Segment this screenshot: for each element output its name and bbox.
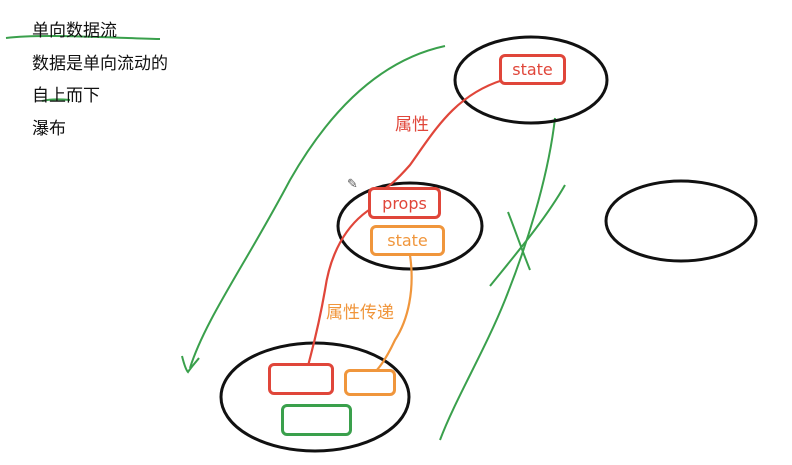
middle-state-label: state xyxy=(387,231,428,250)
cross-stroke-1 xyxy=(489,184,566,287)
underline-mark xyxy=(41,98,71,102)
edge-state-to-child xyxy=(374,254,413,373)
child-green-box xyxy=(281,404,352,436)
edge-label-attribute-passing: 属性传递 xyxy=(326,303,394,323)
top-state-box: state xyxy=(499,54,566,85)
middle-node-ellipse xyxy=(336,181,484,271)
bottom-node-ellipse xyxy=(219,341,411,453)
edge-state-to-props xyxy=(379,78,504,192)
heading-underline xyxy=(5,35,161,40)
top-state-label: state xyxy=(512,60,553,79)
waterfall-stroke-left xyxy=(189,45,446,369)
edge-props-to-child xyxy=(306,207,373,367)
waterfall-stroke-right xyxy=(439,117,556,441)
child-red-box xyxy=(268,363,334,395)
cross-stroke-2 xyxy=(507,211,531,271)
edge-label-attribute: 属性 xyxy=(395,115,429,135)
pencil-cursor-icon: ✎ xyxy=(347,177,358,192)
middle-state-box: state xyxy=(370,225,445,256)
note-data-flows-one-way: 数据是单向流动的 xyxy=(32,54,168,74)
note-top-down: 自上而下 xyxy=(32,86,100,106)
isolated-node-ellipse xyxy=(604,179,758,263)
middle-props-box: props xyxy=(368,187,441,219)
middle-props-label: props xyxy=(382,193,427,213)
heading-unidirectional-data-flow: 单向数据流 xyxy=(32,21,117,41)
top-node-ellipse xyxy=(453,35,609,125)
note-waterfall: 瀑布 xyxy=(32,119,66,139)
waterfall-hook-left xyxy=(181,355,200,374)
child-orange-box xyxy=(344,369,396,396)
